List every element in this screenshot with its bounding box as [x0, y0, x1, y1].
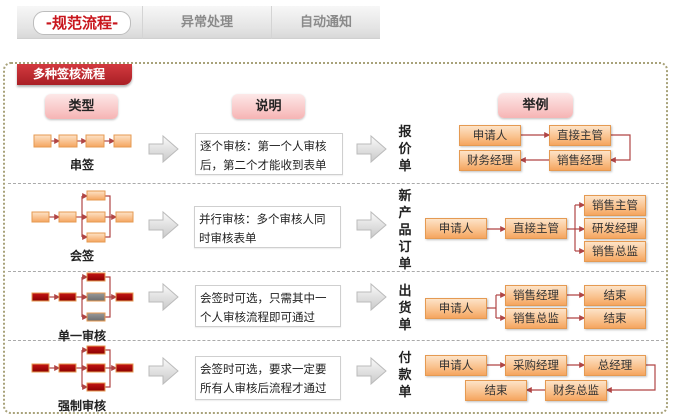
step-box: [115, 211, 134, 223]
type-label: 单一审核: [57, 329, 106, 343]
document-label: 付款单: [398, 351, 412, 400]
description-box: 逐个审核：第一个人审核后，第二个才能收到表单: [195, 133, 343, 175]
flow-node: 研发经理: [584, 218, 646, 239]
flow-node: 申请人: [425, 355, 487, 376]
arrow-right-icon: [356, 356, 387, 386]
section-title: 多种签核流程: [17, 64, 132, 85]
row-divider: [8, 340, 664, 341]
flow-node: 申请人: [459, 125, 521, 146]
step-box: [86, 363, 106, 373]
step-box: [86, 190, 106, 201]
arrow-right-icon: [356, 282, 387, 312]
document-label: 出货单: [398, 284, 412, 333]
document-label: 报价单: [398, 125, 412, 174]
step-box: [113, 134, 132, 148]
flow-node: 财务经理: [459, 150, 521, 171]
flow-node: 销售经理: [505, 285, 567, 306]
row-divider: [8, 271, 664, 272]
type-label: 串签: [69, 158, 94, 172]
tab-divider: [271, 6, 272, 39]
arrow-right-icon: [356, 210, 387, 240]
flow-node: 结束: [465, 380, 527, 401]
step-box: [86, 272, 106, 282]
step-box: [115, 363, 134, 373]
arrow-right-icon: [148, 210, 179, 240]
step-box: [58, 211, 77, 223]
description-box: 会签时可选，只需其中一个人审核流程即可通过: [195, 285, 341, 327]
step-box: [33, 134, 52, 148]
document-label: 新产品订单: [398, 189, 412, 272]
tab-divider: [142, 6, 143, 39]
tab-standard-flow[interactable]: -规范流程-: [33, 11, 131, 35]
flow-node: 申请人: [425, 218, 487, 239]
step-box: [58, 134, 78, 148]
step-box: [31, 211, 50, 223]
step-box: [31, 363, 50, 373]
flow-node: 销售总监: [584, 241, 646, 262]
optional-step-box: [86, 292, 106, 302]
type-label: 强制审核: [57, 399, 106, 413]
description-box: 会签时可选，要求一定要所有人审核后流程才通过: [195, 356, 341, 400]
tab-bar: -规范流程- 异常处理 自动通知: [17, 6, 380, 39]
flow-node: 直接主管: [505, 218, 567, 239]
flow-node: 采购经理: [505, 355, 567, 376]
arrow-right-icon: [356, 134, 387, 164]
tab-exception-handling[interactable]: 异常处理: [180, 15, 233, 30]
arrow-right-icon: [148, 356, 179, 386]
flow-panel: [3, 62, 668, 414]
step-box: [85, 134, 105, 148]
row-divider: [8, 183, 664, 184]
step-box: [86, 232, 106, 243]
tab-auto-notify[interactable]: 自动通知: [299, 15, 352, 30]
step-box: [58, 363, 77, 373]
header-description: 说明: [232, 94, 305, 119]
flow-node: 销售经理: [549, 150, 611, 171]
step-box: [31, 292, 50, 302]
flow-node: 销售主管: [584, 195, 646, 216]
optional-step-box: [86, 312, 106, 322]
flow-node: 结束: [584, 285, 646, 306]
step-box: [58, 292, 77, 302]
flow-node: 直接主管: [549, 125, 611, 146]
header-type: 类型: [45, 94, 118, 119]
flow-node: 财务总监: [545, 380, 607, 401]
flow-node: 申请人: [425, 298, 487, 319]
description-box: 并行审核：多个审核人同时审核表单: [194, 206, 341, 248]
header-example: 举例: [498, 93, 573, 118]
step-box: [86, 382, 106, 392]
step-box: [86, 345, 106, 355]
arrow-right-icon: [148, 134, 179, 164]
step-box: [115, 292, 134, 302]
flow-node: 结束: [584, 308, 646, 329]
flow-node: 总经理: [584, 355, 646, 376]
step-box: [86, 211, 106, 223]
flow-node: 销售总监: [505, 308, 567, 329]
arrow-right-icon: [148, 282, 179, 312]
type-label: 会签: [69, 249, 94, 263]
